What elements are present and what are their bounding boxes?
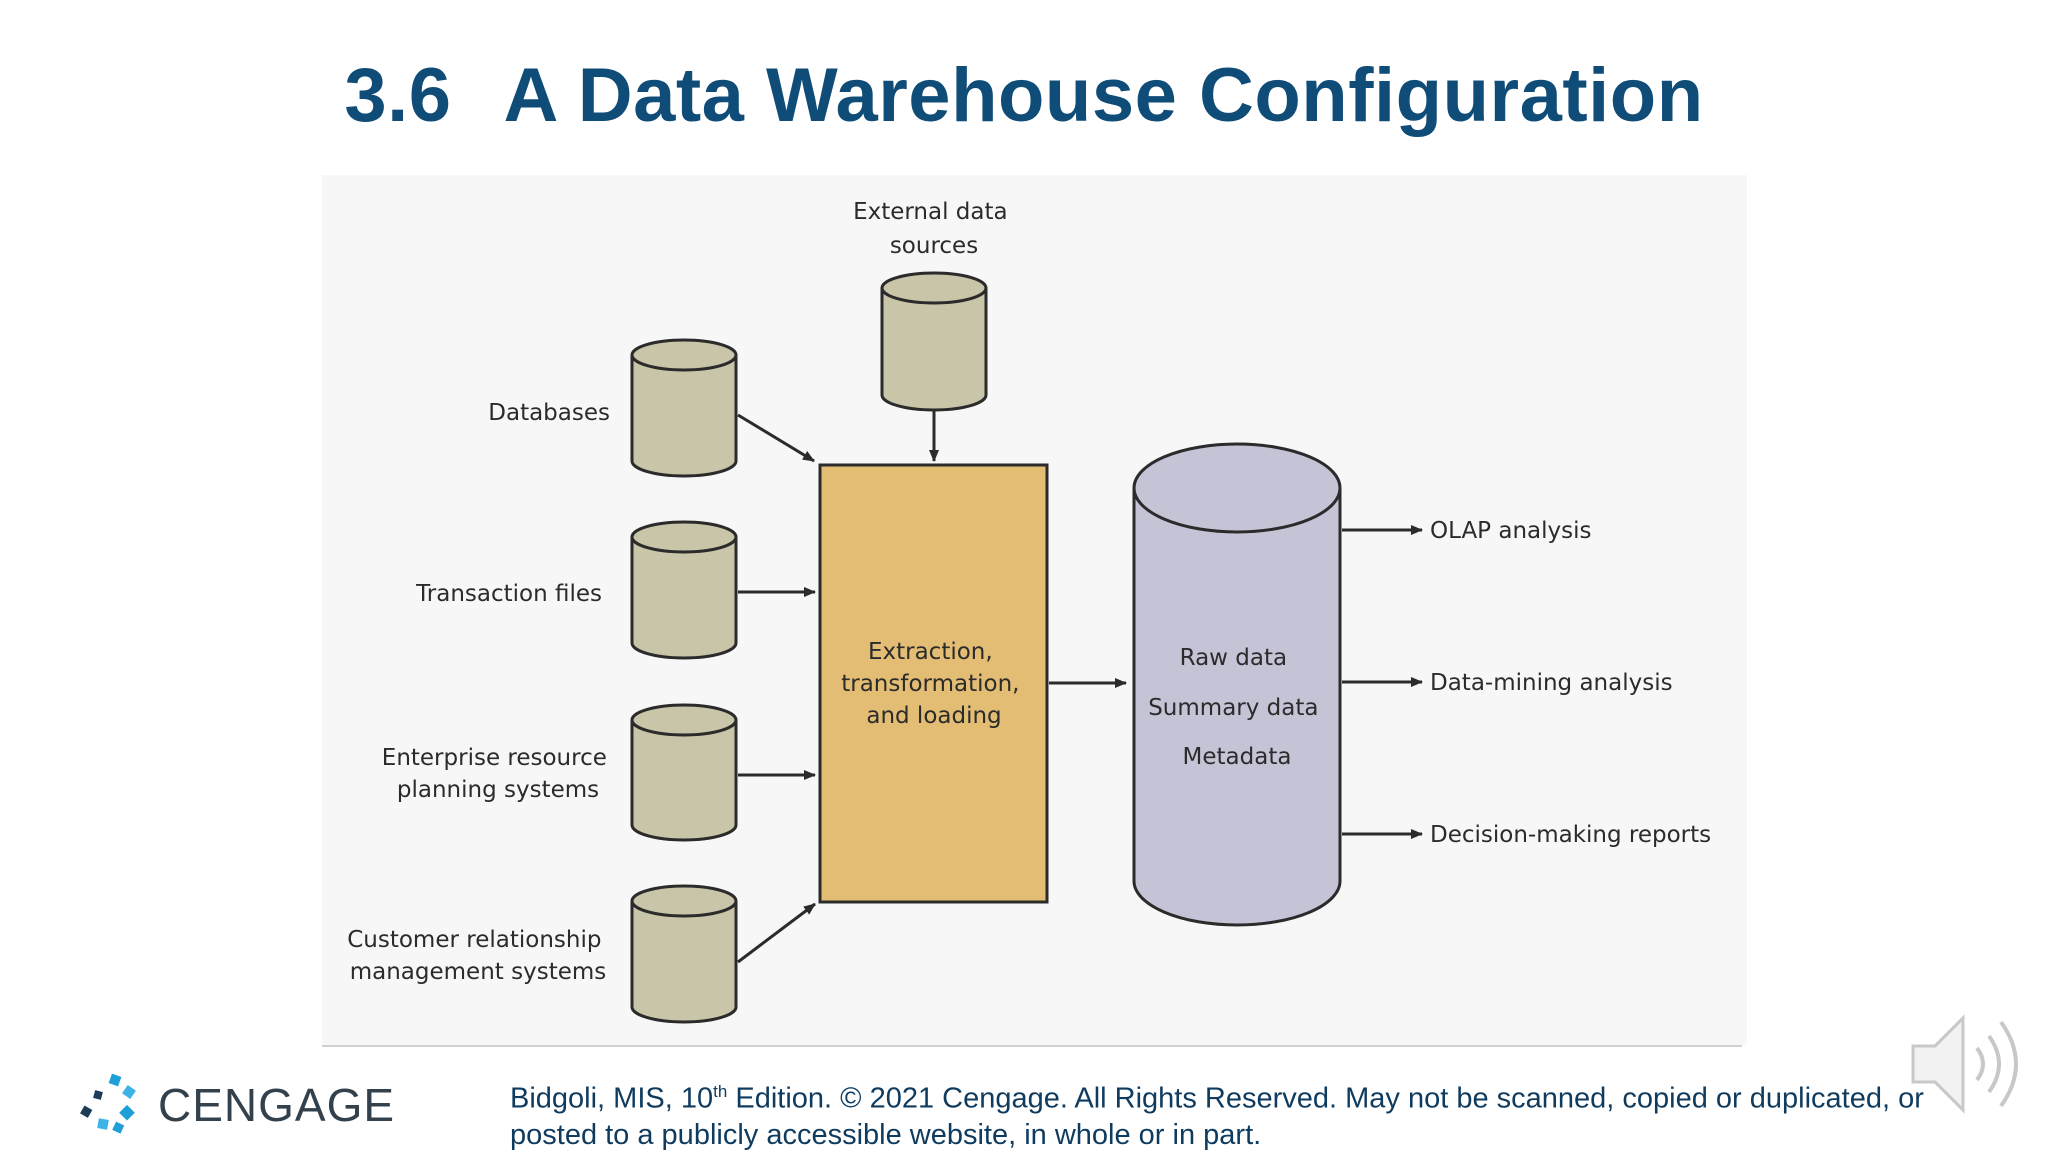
external-cylinder-icon <box>880 271 988 412</box>
source-label: Databases <box>488 400 610 426</box>
source-label: Customer relationship management systems <box>347 927 609 985</box>
slide-number: 3.6 <box>344 53 452 138</box>
etl-process: Extraction, transformation, and loading <box>818 463 1127 904</box>
warehouse-label: Raw data Summary data Metadata <box>1148 645 1326 770</box>
output-data-mining: Data-mining analysis <box>1342 670 1673 696</box>
footer-divider <box>322 1045 1742 1047</box>
source-erp-systems: Enterprise resource planning systems <box>382 703 816 842</box>
etl-label: Extraction, transformation, and loading <box>841 639 1027 729</box>
source-label-line: Databases <box>488 400 610 426</box>
data-warehouse: Raw data Summary data Metadata <box>1132 442 1342 927</box>
cengage-logo-icon <box>80 1073 136 1134</box>
source-crm-systems: Customer relationship management systems <box>347 884 816 1024</box>
source-label-line: Transaction files <box>415 581 602 607</box>
crm-cylinder-icon <box>630 884 738 1024</box>
external-label: External data sources <box>853 199 1015 259</box>
source-transaction-files: Transaction files <box>415 520 816 660</box>
external-label-line-2: sources <box>890 233 978 259</box>
output-decision-reports: Decision-making reports <box>1342 822 1711 848</box>
copyright-text-start: Bidgoli, MIS, 10 <box>510 1082 714 1115</box>
diagram-panel: External data sources Databases Transa <box>322 175 1747 1045</box>
slide-title-text: A Data Warehouse Configuration <box>503 53 1704 138</box>
logo-wordmark: CENGAGE <box>158 1079 396 1131</box>
warehouse-cylinder-icon <box>1132 442 1342 927</box>
external-data-source: External data sources <box>853 199 1015 462</box>
source-arrow <box>737 902 816 964</box>
source-label-line-2: management systems <box>350 959 607 985</box>
source-databases: Databases <box>488 338 815 478</box>
etl-box <box>818 463 1049 904</box>
etl-label-line-2: transformation, <box>841 671 1019 697</box>
audio-button[interactable] <box>1905 1010 2035 1125</box>
etl-label-line-3: and loading <box>866 703 1001 729</box>
erp-cylinder-icon <box>630 703 738 842</box>
output-olap: OLAP analysis <box>1342 518 1591 544</box>
warehouse-line-summary: Summary data <box>1148 695 1318 721</box>
external-label-line-1: External data <box>853 199 1008 225</box>
source-label-line-1: Customer relationship <box>347 927 601 953</box>
data-warehouse-diagram: External data sources Databases Transa <box>347 199 1711 1024</box>
speaker-icon <box>1911 1014 2018 1114</box>
cengage-logo: CENGAGE <box>80 1072 395 1138</box>
output-label: Data-mining analysis <box>1430 670 1673 696</box>
slide-title: 3.6 A Data Warehouse Configuration <box>0 52 2048 139</box>
source-arrow <box>737 413 815 463</box>
output-label: Decision-making reports <box>1430 822 1711 848</box>
copyright-superscript: th <box>713 1082 728 1101</box>
transaction-cylinder-icon <box>630 520 738 660</box>
output-label: OLAP analysis <box>1430 518 1591 544</box>
database-cylinder-icon <box>630 338 738 478</box>
warehouse-line-raw: Raw data <box>1180 645 1288 671</box>
source-label-line-1: Enterprise resource <box>382 745 607 771</box>
copyright-text-end: Edition. © 2021 Cengage. All Rights Rese… <box>510 1082 1924 1151</box>
source-label: Transaction files <box>415 581 602 607</box>
etl-label-line-1: Extraction, <box>868 639 993 665</box>
source-label-line-2: planning systems <box>397 777 599 803</box>
warehouse-line-metadata: Metadata <box>1183 744 1292 770</box>
copyright-notice: Bidgoli, MIS, 10th Edition. © 2021 Cenga… <box>510 1074 1990 1153</box>
source-label: Enterprise resource planning systems <box>382 745 614 803</box>
